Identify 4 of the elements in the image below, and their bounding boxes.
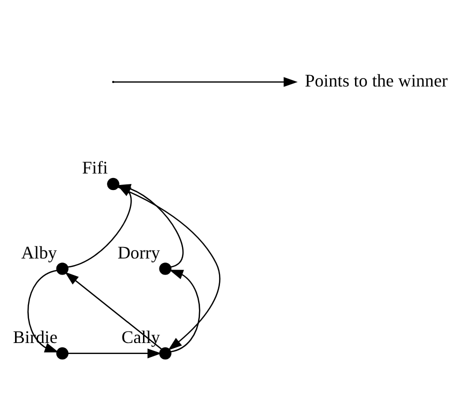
node-label: Fifi xyxy=(82,157,108,178)
node-label: Alby xyxy=(21,242,57,262)
node-label: Dorry xyxy=(118,242,160,262)
legend-label: Points to the winner xyxy=(304,70,448,90)
